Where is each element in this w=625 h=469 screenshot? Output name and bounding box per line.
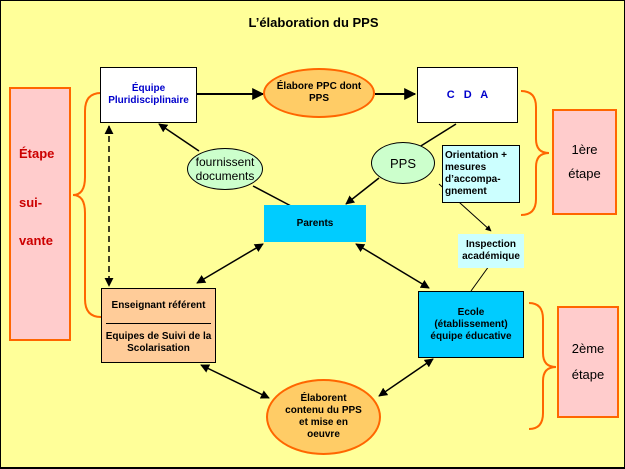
node-cda: C D A xyxy=(417,67,518,123)
node-parents: Parents xyxy=(264,205,366,242)
stage-premiere-line1: 1ère xyxy=(571,142,598,157)
stage-etape-suivante-line2: sui- xyxy=(19,195,43,210)
stage-etape-suivante: Étape sui- vante xyxy=(9,87,71,341)
node-inspection: Inspection académique xyxy=(458,234,524,268)
stage-deuxieme: 2ème étape xyxy=(557,306,619,418)
line-inspection-ecole xyxy=(470,265,490,292)
node-fournissent: fournissent documents xyxy=(187,148,263,190)
stage-etape-suivante-line1: Étape xyxy=(19,146,55,161)
diagram-title: L’élaboration du PPS xyxy=(248,15,379,30)
brace-premiere-etape xyxy=(520,90,550,216)
node-divider xyxy=(106,323,211,324)
node-enseignant: Enseignant référent xyxy=(111,300,206,311)
arrow-enseignant-elaborent xyxy=(200,364,270,399)
brace-etape-suivante xyxy=(72,92,102,318)
node-elaborent: Élaborent contenu du PPS et mise en oeuv… xyxy=(266,379,381,455)
arrow-parents-ecole xyxy=(355,243,430,289)
stage-premiere: 1ère étape xyxy=(552,109,617,215)
node-elabore: Élabore PPC dont PPS xyxy=(263,68,375,118)
arrow-parents-enseignant xyxy=(196,243,264,284)
node-pps: PPS xyxy=(371,142,435,184)
node-ecole: Ecole (établissement) équipe éducative xyxy=(418,291,524,358)
node-orientation: Orientation + mesures d’accompa-gnement xyxy=(442,145,520,203)
line-parents-fournissent xyxy=(252,185,292,207)
node-equipes-suivi: Equipes de Suivi de la Scolarisation xyxy=(105,331,212,354)
line-cda-pps xyxy=(415,123,457,150)
arrow-pps-parents xyxy=(345,177,380,205)
brace-deuxieme-etape xyxy=(528,302,557,430)
stage-deuxieme-line2: étape xyxy=(571,367,605,382)
stage-premiere-line2: étape xyxy=(568,166,601,181)
stage-deuxieme-line1: 2ème xyxy=(571,341,605,356)
node-enseignant-group: Enseignant référent Equipes de Suivi de … xyxy=(101,288,216,363)
stage-etape-suivante-line3: vante xyxy=(19,233,53,248)
arrow-fournissent-equipe xyxy=(158,123,200,152)
arrow-elaborent-ecole xyxy=(378,358,434,397)
node-equipe: Équipe Pluridisciplinaire xyxy=(100,67,197,123)
